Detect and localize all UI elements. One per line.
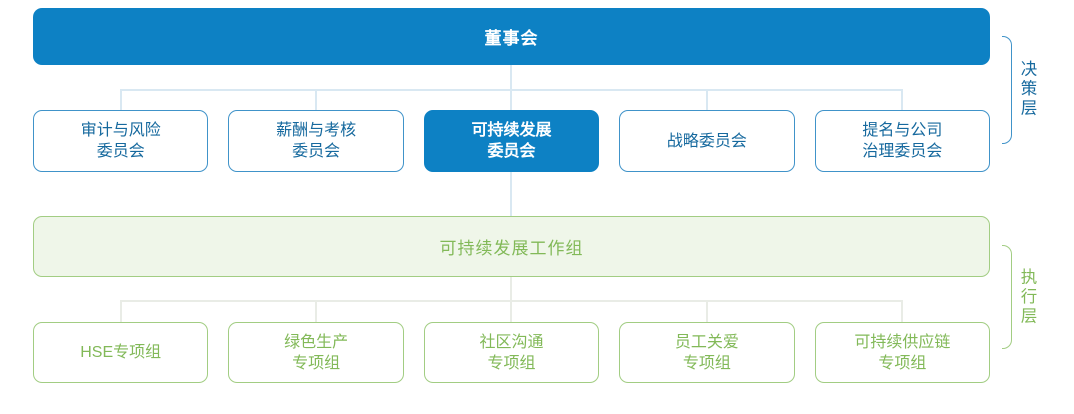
task-teams-row: HSE专项组 绿色生产 专项组 社区沟通 专项组 员工关爱 专项组 可持续供应链… <box>33 322 991 383</box>
connector-stub <box>706 89 708 112</box>
connector-workgroup-vertical <box>510 276 512 323</box>
committee-box-nomination-governance: 提名与公司 治理委员会 <box>814 110 991 172</box>
working-group-box: 可持续发展工作组 <box>33 216 990 277</box>
connector-teams-horizontal <box>120 300 903 302</box>
decision-layer-bracket <box>1002 36 1012 144</box>
board-box: 董事会 <box>33 8 990 65</box>
committees-row: 审计与风险 委员会 薪酬与考核 委员会 可持续发展 委员会 战略委员会 提名与公… <box>33 110 991 172</box>
committee-box-sustainability: 可持续发展 委员会 <box>423 110 600 172</box>
connector-stub <box>315 89 317 112</box>
team-box-green-production: 绿色生产 专项组 <box>228 322 404 383</box>
team-box-community-communication: 社区沟通 专项组 <box>423 322 600 383</box>
connector-stub <box>120 300 122 323</box>
team-box-hse: HSE专项组 <box>33 322 209 383</box>
connector-stub <box>120 89 122 112</box>
team-box-sustainable-supply-chain: 可持续供应链 专项组 <box>814 322 991 383</box>
committee-box-remuneration-appraisal: 薪酬与考核 委员会 <box>228 110 404 172</box>
connector-stub <box>706 300 708 323</box>
connector-stub <box>901 300 903 323</box>
connector-stub <box>901 89 903 112</box>
committee-box-strategy: 战略委员会 <box>619 110 795 172</box>
committee-box-audit-risk: 审计与风险 委员会 <box>33 110 209 172</box>
decision-layer-label: 决策层 <box>1018 60 1036 119</box>
connector-stub <box>315 300 317 323</box>
execution-layer-bracket <box>1002 245 1012 349</box>
team-box-employee-care: 员工关爱 专项组 <box>619 322 795 383</box>
execution-layer-label: 执行层 <box>1018 268 1036 327</box>
connector-committees-horizontal <box>120 89 903 91</box>
